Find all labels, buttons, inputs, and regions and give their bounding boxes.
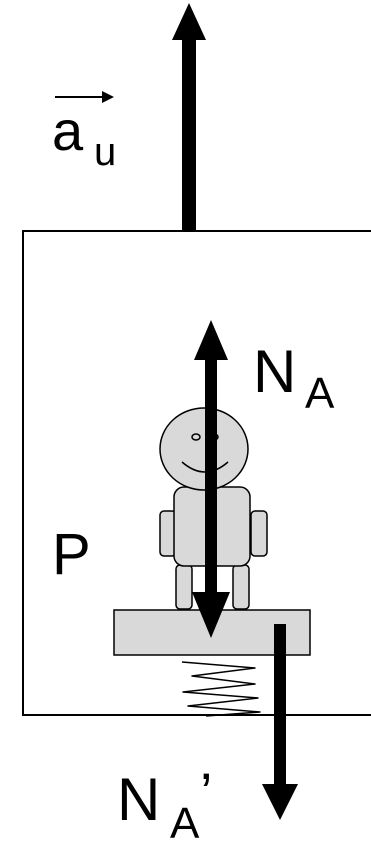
normal-force-label: N A (253, 338, 335, 418)
reaction-force-arrow-icon (262, 624, 298, 820)
vector-arrow-icon (55, 91, 114, 103)
acceleration-arrow-icon (172, 3, 206, 232)
reaction-force-symbol: N (117, 766, 160, 833)
reaction-force-prime: ’ (200, 761, 212, 824)
weight-label: P (52, 522, 91, 587)
reaction-force-subscript: A (170, 799, 200, 845)
acceleration-subscript: u (94, 130, 116, 174)
person-left-leg (175, 564, 193, 610)
person-icon (159, 407, 268, 610)
reaction-force-label: N A ’ (117, 761, 212, 845)
person-right-leg (232, 564, 250, 610)
person-left-eye (191, 433, 201, 441)
normal-force-subscript: A (305, 369, 335, 418)
acceleration-symbol: a (52, 99, 84, 162)
spring-icon (181, 661, 261, 717)
person-head (159, 407, 249, 491)
acceleration-label: a u (52, 91, 116, 174)
person-right-arm (250, 510, 268, 557)
normal-force-symbol: N (253, 338, 296, 405)
elevator-box (22, 230, 371, 716)
weight-arrow-icon (192, 518, 230, 638)
